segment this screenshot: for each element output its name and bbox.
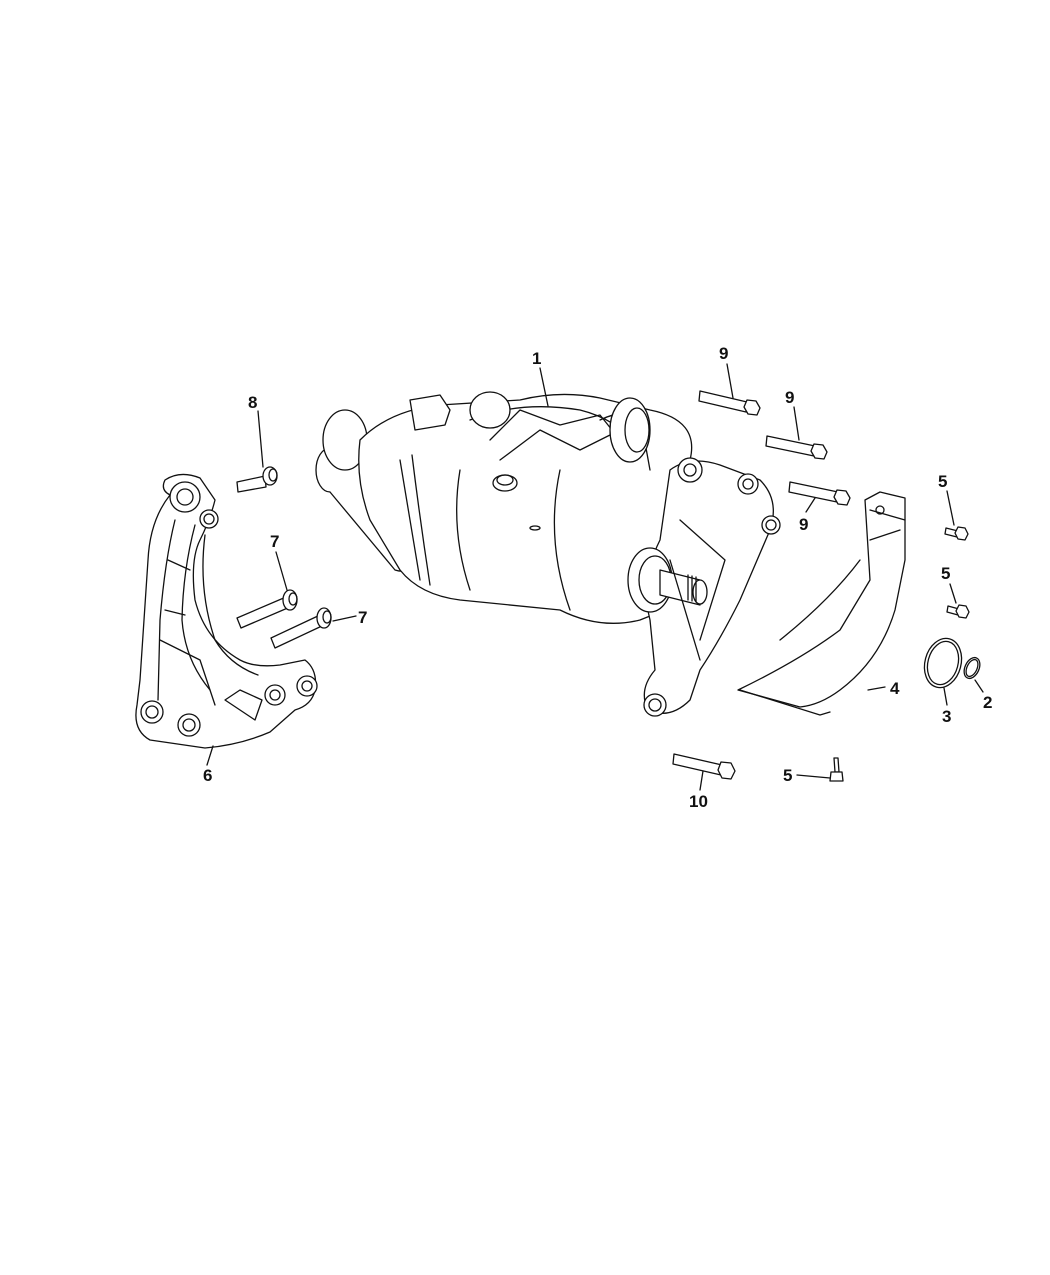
callout-1: 1 [532, 349, 542, 368]
mounting-bracket-part-6 [135, 473, 318, 749]
callout-3: 3 [942, 707, 952, 726]
power-transfer-unit-part-1 [315, 391, 781, 717]
callout-2: 2 [983, 693, 993, 712]
bolts-part-7 [236, 551, 357, 649]
callout-5c: 5 [783, 766, 793, 785]
bolt-part-8 [236, 410, 278, 493]
bolts-part-9 [698, 363, 851, 513]
callout-9b: 9 [785, 388, 795, 407]
callout-8: 8 [248, 393, 258, 412]
seals-parts-2-3 [923, 637, 984, 706]
callout-9c: 9 [799, 515, 809, 534]
callout-5b: 5 [941, 564, 951, 583]
callout-7b: 7 [358, 608, 368, 627]
callout-5a: 5 [938, 472, 948, 491]
callout-6: 6 [203, 766, 213, 785]
callout-10: 10 [689, 792, 708, 811]
bolts-part-5 [796, 490, 970, 782]
callout-7a: 7 [270, 532, 280, 551]
callout-4: 4 [890, 679, 900, 698]
bolt-part-10 [672, 753, 736, 791]
heat-shield-part-4 [737, 491, 906, 716]
callout-9a: 9 [719, 344, 729, 363]
